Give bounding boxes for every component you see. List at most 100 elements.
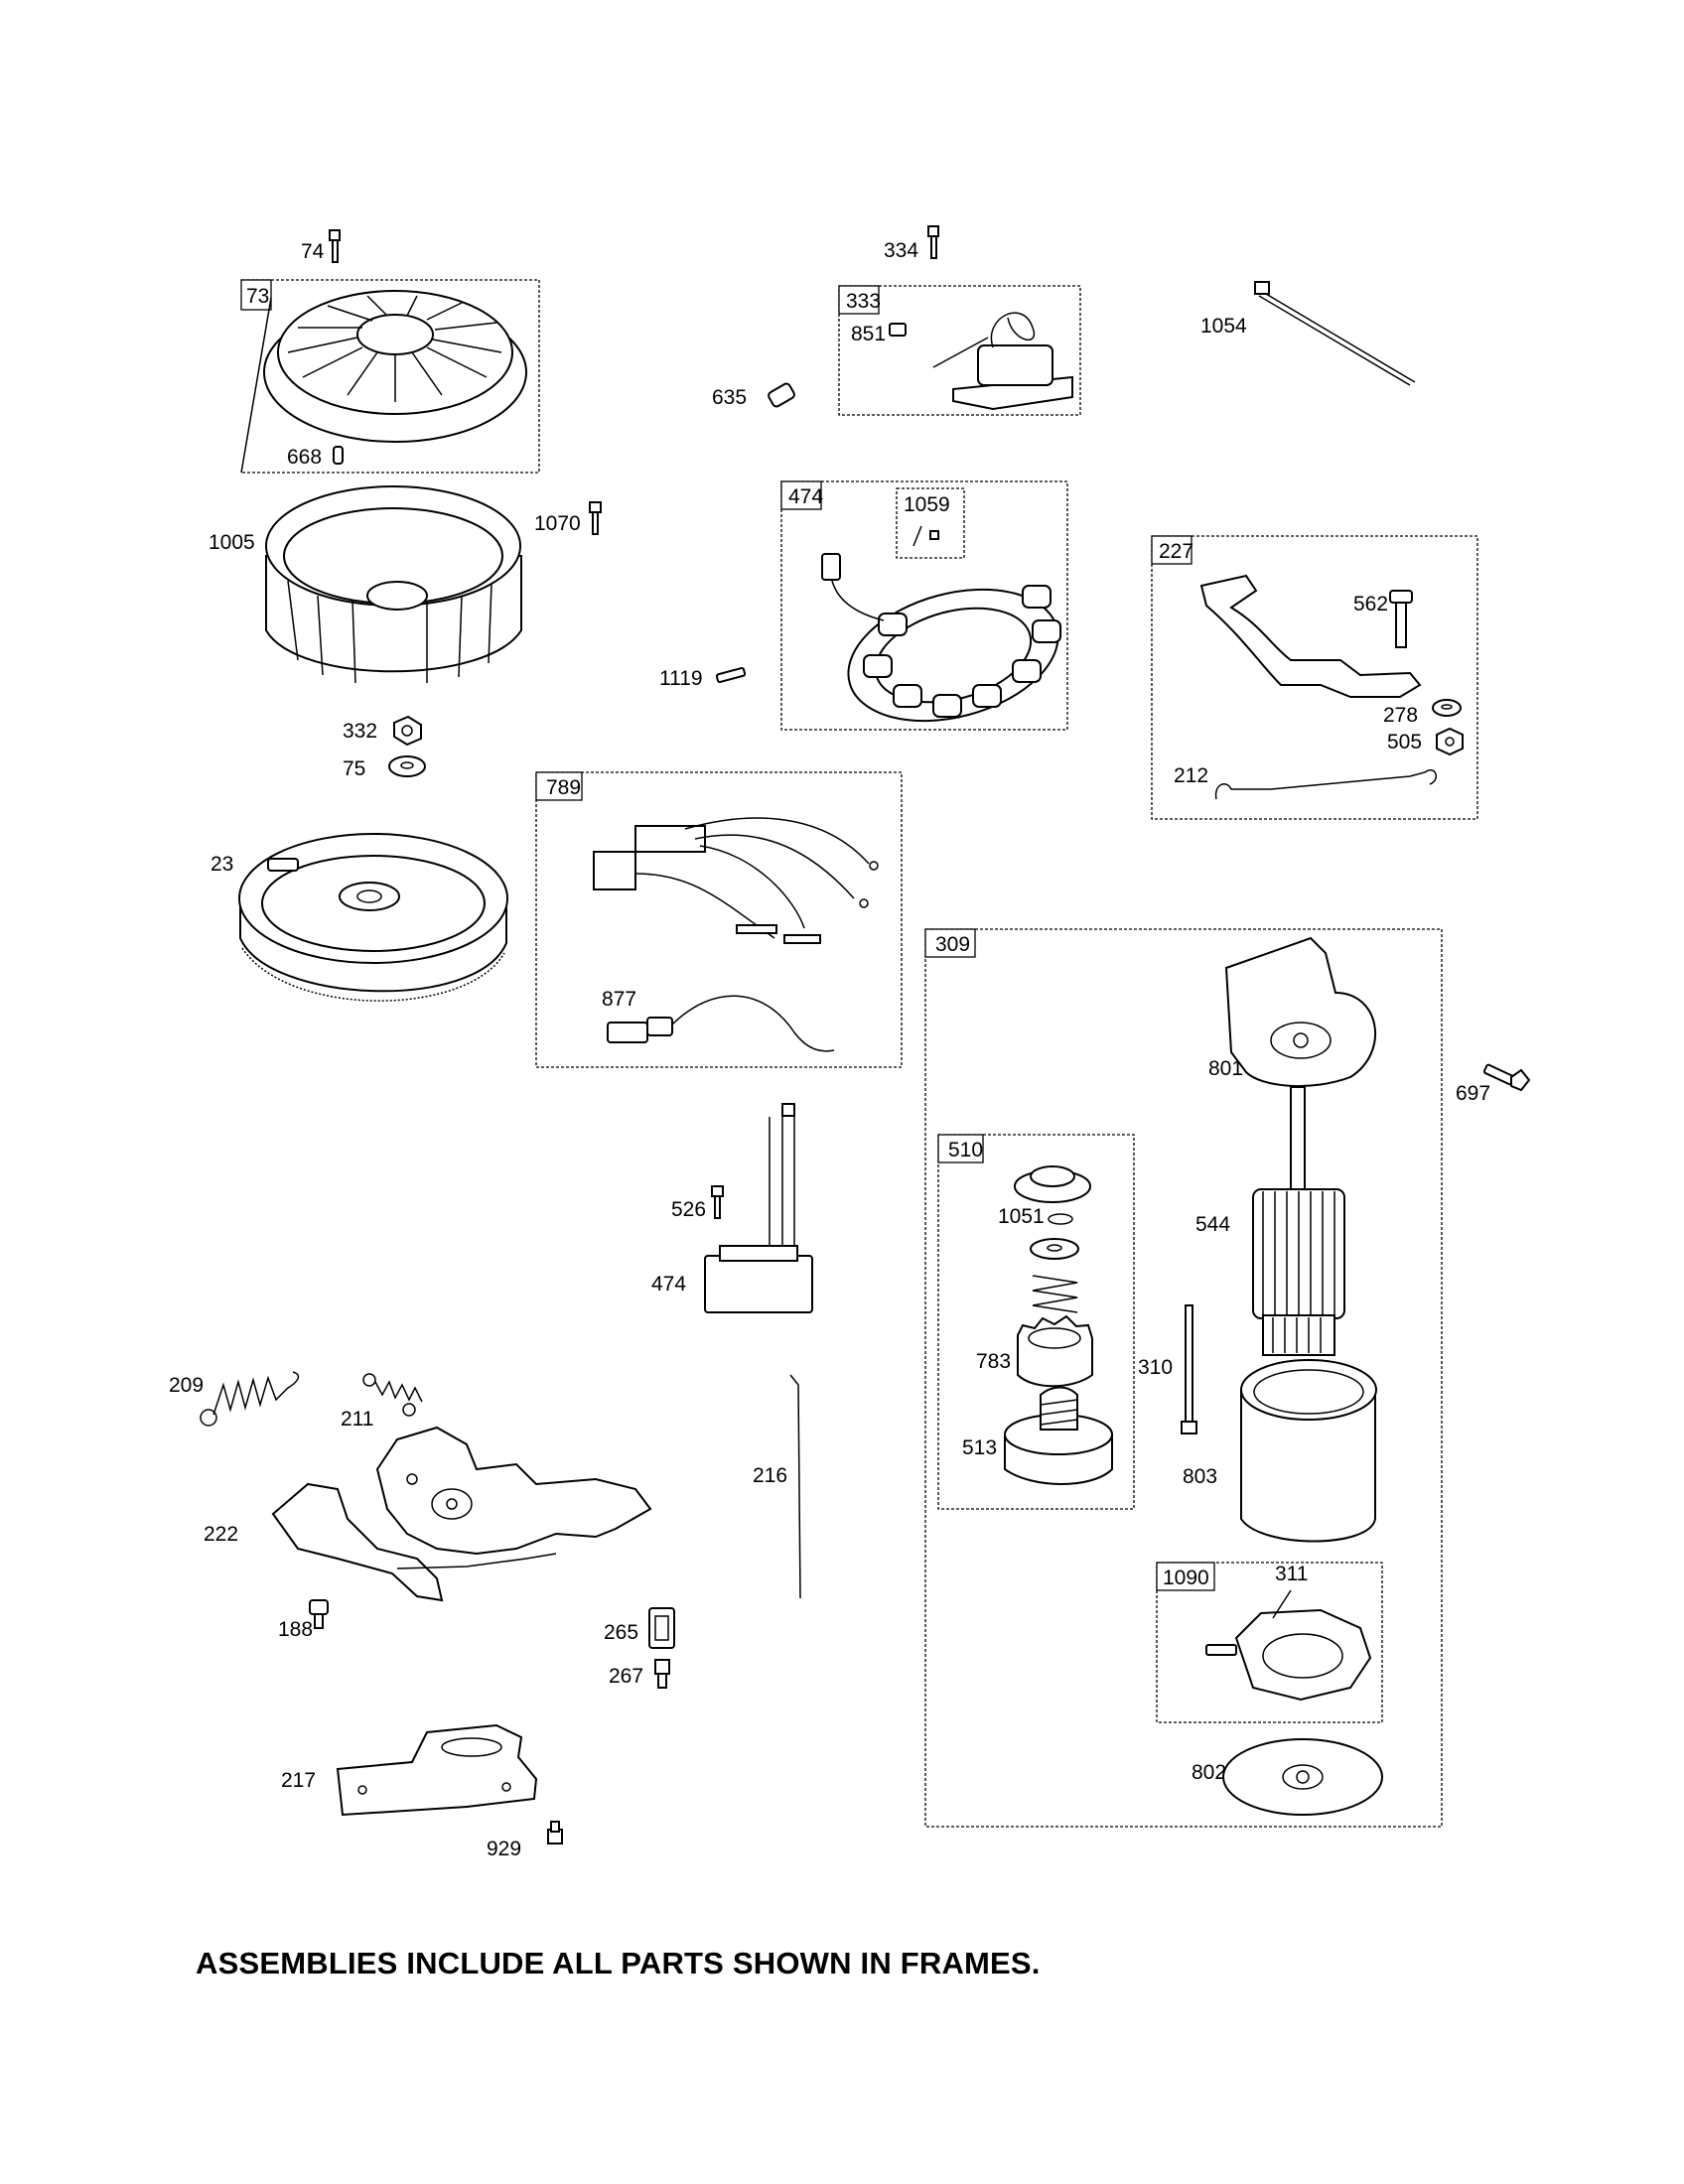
part-1005-fan-icon	[265, 485, 522, 684]
label-209: 209	[169, 1374, 204, 1397]
frame-474-alternator: 474 1059	[780, 480, 1068, 731]
label-697: 697	[1456, 1082, 1490, 1105]
label-1070: 1070	[534, 512, 581, 535]
label-217: 217	[281, 1769, 316, 1792]
label-216: 216	[753, 1464, 787, 1487]
part-332-nut-icon	[393, 715, 422, 747]
part-877-lead-wire-icon	[607, 995, 835, 1052]
label-212: 212	[1174, 764, 1208, 787]
label-75: 75	[343, 757, 365, 780]
part-635-fitting-icon	[768, 382, 795, 408]
frame-1090: 1090	[1156, 1562, 1383, 1723]
part-216-link-rod-icon	[789, 1374, 801, 1599]
label-526: 526	[671, 1198, 706, 1221]
label-474-regulator: 474	[651, 1273, 686, 1296]
label-510: 510	[948, 1139, 983, 1161]
label-802: 802	[1192, 1761, 1226, 1784]
label-635: 635	[712, 386, 747, 409]
label-267: 267	[609, 1665, 643, 1688]
frame-227: 227	[1151, 535, 1478, 820]
part-227-bracket-icon	[1199, 574, 1422, 698]
part-209-spring-icon	[200, 1371, 300, 1427]
part-801-end-bracket-icon	[1224, 936, 1376, 1087]
part-278-washer-icon	[1432, 699, 1462, 717]
label-74: 74	[301, 240, 325, 263]
part-783-pinion-gear-icon	[1017, 1314, 1093, 1388]
label-789: 789	[546, 776, 581, 799]
part-789-wire-harness-icon	[593, 817, 879, 944]
frame-789: 789	[535, 771, 903, 1068]
part-222-control-bracket-icon	[271, 1426, 652, 1602]
part-1070-screw-icon	[589, 501, 602, 535]
label-513: 513	[962, 1436, 997, 1459]
label-310: 310	[1138, 1356, 1173, 1379]
label-1051: 1051	[998, 1205, 1045, 1228]
label-23: 23	[210, 853, 233, 876]
part-697-bolt-icon	[1482, 1063, 1531, 1092]
label-1005: 1005	[209, 531, 255, 554]
label-783: 783	[976, 1350, 1011, 1373]
part-544-armature-icon	[1252, 1086, 1345, 1356]
part-513-drive-nut-icon	[1004, 1386, 1113, 1485]
frame-510: 510	[937, 1134, 1135, 1510]
part-334-screw-icon	[927, 225, 939, 259]
label-851: 851	[851, 323, 886, 345]
part-1051-cap-icon	[1014, 1165, 1091, 1203]
label-222: 222	[204, 1523, 238, 1546]
part-1119-screw-icon	[715, 666, 747, 684]
part-267-screw-icon	[654, 1659, 670, 1689]
part-474-stator-icon	[821, 553, 1061, 723]
part-851-screw-icon	[889, 323, 907, 337]
part-75-washer-icon	[388, 755, 426, 777]
label-803: 803	[1183, 1465, 1217, 1488]
label-668: 668	[287, 446, 322, 469]
part-1051-clip-icon	[1030, 1213, 1079, 1260]
label-265: 265	[604, 1621, 638, 1644]
label-562: 562	[1353, 593, 1388, 615]
label-188: 188	[278, 1618, 313, 1641]
label-1054: 1054	[1200, 315, 1247, 338]
part-23-flywheel-icon	[238, 833, 508, 1002]
label-73: 73	[246, 285, 269, 308]
label-334: 334	[884, 239, 918, 262]
label-309: 309	[935, 933, 970, 956]
label-1090: 1090	[1163, 1567, 1209, 1589]
frame-333: 333	[838, 285, 1081, 416]
part-74-screw-icon	[329, 229, 341, 263]
part-188-screw-icon	[309, 1599, 329, 1629]
part-562-bolt-icon	[1389, 590, 1413, 648]
part-474-regulator-icon	[704, 1103, 813, 1313]
part-1059-screw-icon	[912, 525, 939, 547]
footer-note: ASSEMBLIES INCLUDE ALL PARTS SHOWN IN FR…	[196, 1946, 1041, 1980]
part-803-motor-housing-icon	[1240, 1359, 1377, 1543]
part-310-thru-bolt-icon	[1181, 1304, 1197, 1434]
part-73-grass-screen-icon	[263, 290, 527, 443]
part-311-brush-holder-icon	[1205, 1589, 1372, 1702]
label-332: 332	[343, 720, 377, 743]
label-333: 333	[846, 290, 881, 313]
label-544: 544	[1195, 1213, 1230, 1236]
frame-309-starter-motor: 309	[924, 928, 1443, 1828]
label-1059: 1059	[904, 493, 950, 516]
part-211-spring-icon	[362, 1373, 423, 1417]
frame-73: 73	[240, 279, 540, 474]
part-spring-icon	[1032, 1275, 1078, 1313]
part-265-clip-icon	[648, 1607, 675, 1649]
label-505: 505	[1387, 731, 1422, 753]
label-311: 311	[1275, 1563, 1308, 1585]
label-1119: 1119	[659, 667, 703, 690]
label-929: 929	[487, 1838, 521, 1860]
part-802-end-cap-icon	[1222, 1738, 1383, 1816]
part-505-nut-icon	[1436, 727, 1464, 756]
label-227: 227	[1159, 540, 1193, 563]
label-278: 278	[1383, 704, 1418, 727]
label-211: 211	[341, 1408, 373, 1431]
part-668-pin-icon	[333, 446, 344, 465]
part-1054-cable-tie-icon	[1254, 281, 1416, 386]
part-333-ignition-coil-icon	[932, 312, 1073, 411]
label-877: 877	[602, 988, 636, 1011]
part-217-plate-icon	[336, 1723, 538, 1817]
label-801: 801	[1208, 1057, 1243, 1080]
part-526-screw-icon	[711, 1185, 724, 1219]
